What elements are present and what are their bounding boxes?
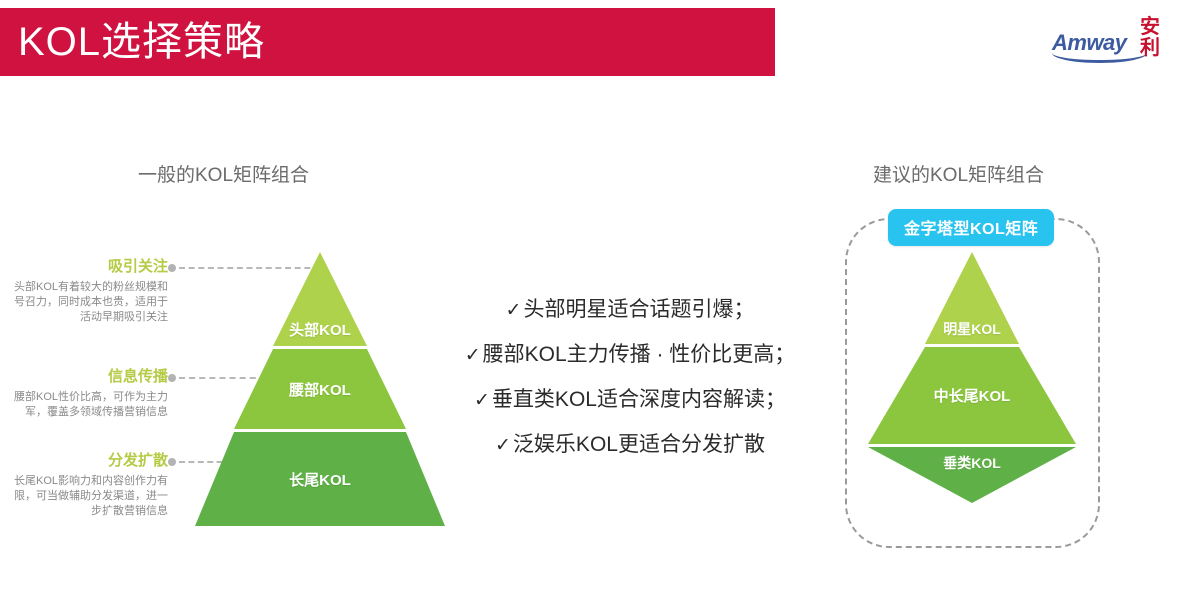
annotation-description: 长尾KOL影响力和内容创作力有限，可当做辅助分发渠道，进一步扩散营销信息 [13,475,168,517]
connector-line-middle [168,373,276,383]
right-pyramid-tier-middle: 中长尾KOL [868,347,1076,444]
annotation-title: 信息传播 [107,368,168,385]
list-item: ✓垂直类KOL适合深度内容解读； [450,378,810,423]
left-pyramid-tier-middle: 腰部KOL [234,349,406,429]
list-item-text: 泛娱乐KOL更适合分发扩散 [512,433,765,456]
annotation-description: 头部KOL有着较大的粉丝规模和号召力，同时成本也贵，适用于活动早期吸引关注 [13,281,168,323]
tier-label: 明星KOL [943,321,1001,337]
list-item: ✓泛娱乐KOL更适合分发扩散 [450,423,810,468]
connector-dot-icon [168,458,176,466]
right-section-heading: 建议的KOL矩阵组合 [873,165,1045,186]
left-pyramid-tier-bottom: 长尾KOL [195,432,445,526]
connector-dash-icon [179,461,232,463]
slide-title-bar: KOL选择策略 [0,8,775,76]
tier-label: 头部KOL [289,322,351,339]
annotation-distribution-diffusion: 分发扩散 长尾KOL影响力和内容创作力有限，可当做辅助分发渠道，进一步扩散营销信… [8,452,168,519]
list-item: ✓腰部KOL主力传播 · 性价比更高； [450,333,810,378]
page-title: KOL选择策略 [18,20,266,64]
connector-line-bottom [168,457,232,467]
list-item: ✓头部明星适合话题引爆； [450,288,810,333]
right-pyramid-tier-top: 明星KOL [925,252,1019,344]
list-item-text: 垂直类KOL适合深度内容解读； [491,388,786,411]
tier-label: 中长尾KOL [933,388,1011,405]
annotation-title: 吸引关注 [107,258,168,275]
connector-dash-icon [179,377,276,379]
amway-logo: Amway 安利 [1052,16,1182,66]
right-pyramid-diagram: 明星KOL 中长尾KOL 垂类KOL [868,252,1076,503]
connector-line-top [168,263,320,273]
left-pyramid-tier-top: 头部KOL [273,252,367,346]
annotation-information-spread: 信息传播 腰部KOL性价比高，可作为主力军，覆盖多领域传播营销信息 [8,368,168,420]
list-item-text: 头部明星适合话题引爆； [523,298,755,321]
key-points-list: ✓头部明星适合话题引爆； ✓腰部KOL主力传播 · 性价比更高； ✓垂直类KOL… [450,288,810,468]
connector-dash-icon [179,267,320,269]
status-badge: 金字塔型KOL矩阵 [888,209,1055,246]
tier-label: 长尾KOL [289,471,351,489]
annotation-description: 腰部KOL性价比高，可作为主力军，覆盖多领域传播营销信息 [13,391,168,418]
left-pyramid-diagram: 头部KOL 腰部KOL 长尾KOL [195,252,445,527]
logo-swoosh-icon [1052,53,1147,63]
tier-label: 垂类KOL [943,455,1001,471]
connector-dot-icon [168,264,176,272]
tier-label: 腰部KOL [289,381,351,399]
logo-wordmark: Amway [1052,30,1127,55]
connector-dot-icon [168,374,176,382]
annotation-title: 分发扩散 [107,452,168,469]
annotation-attract-attention: 吸引关注 头部KOL有着较大的粉丝规模和号召力，同时成本也贵，适用于活动早期吸引… [8,258,168,325]
check-icon: ✓ [495,435,511,456]
logo-chinese-name: 安利 [1140,14,1160,59]
check-icon: ✓ [464,345,481,366]
check-icon: ✓ [505,300,522,321]
left-section-heading: 一般的KOL矩阵组合 [138,165,310,186]
right-pyramid-tier-bottom: 垂类KOL [868,447,1076,503]
list-item-text: 腰部KOL主力传播 · 性价比更高； [482,343,796,366]
check-icon: ✓ [474,390,490,411]
